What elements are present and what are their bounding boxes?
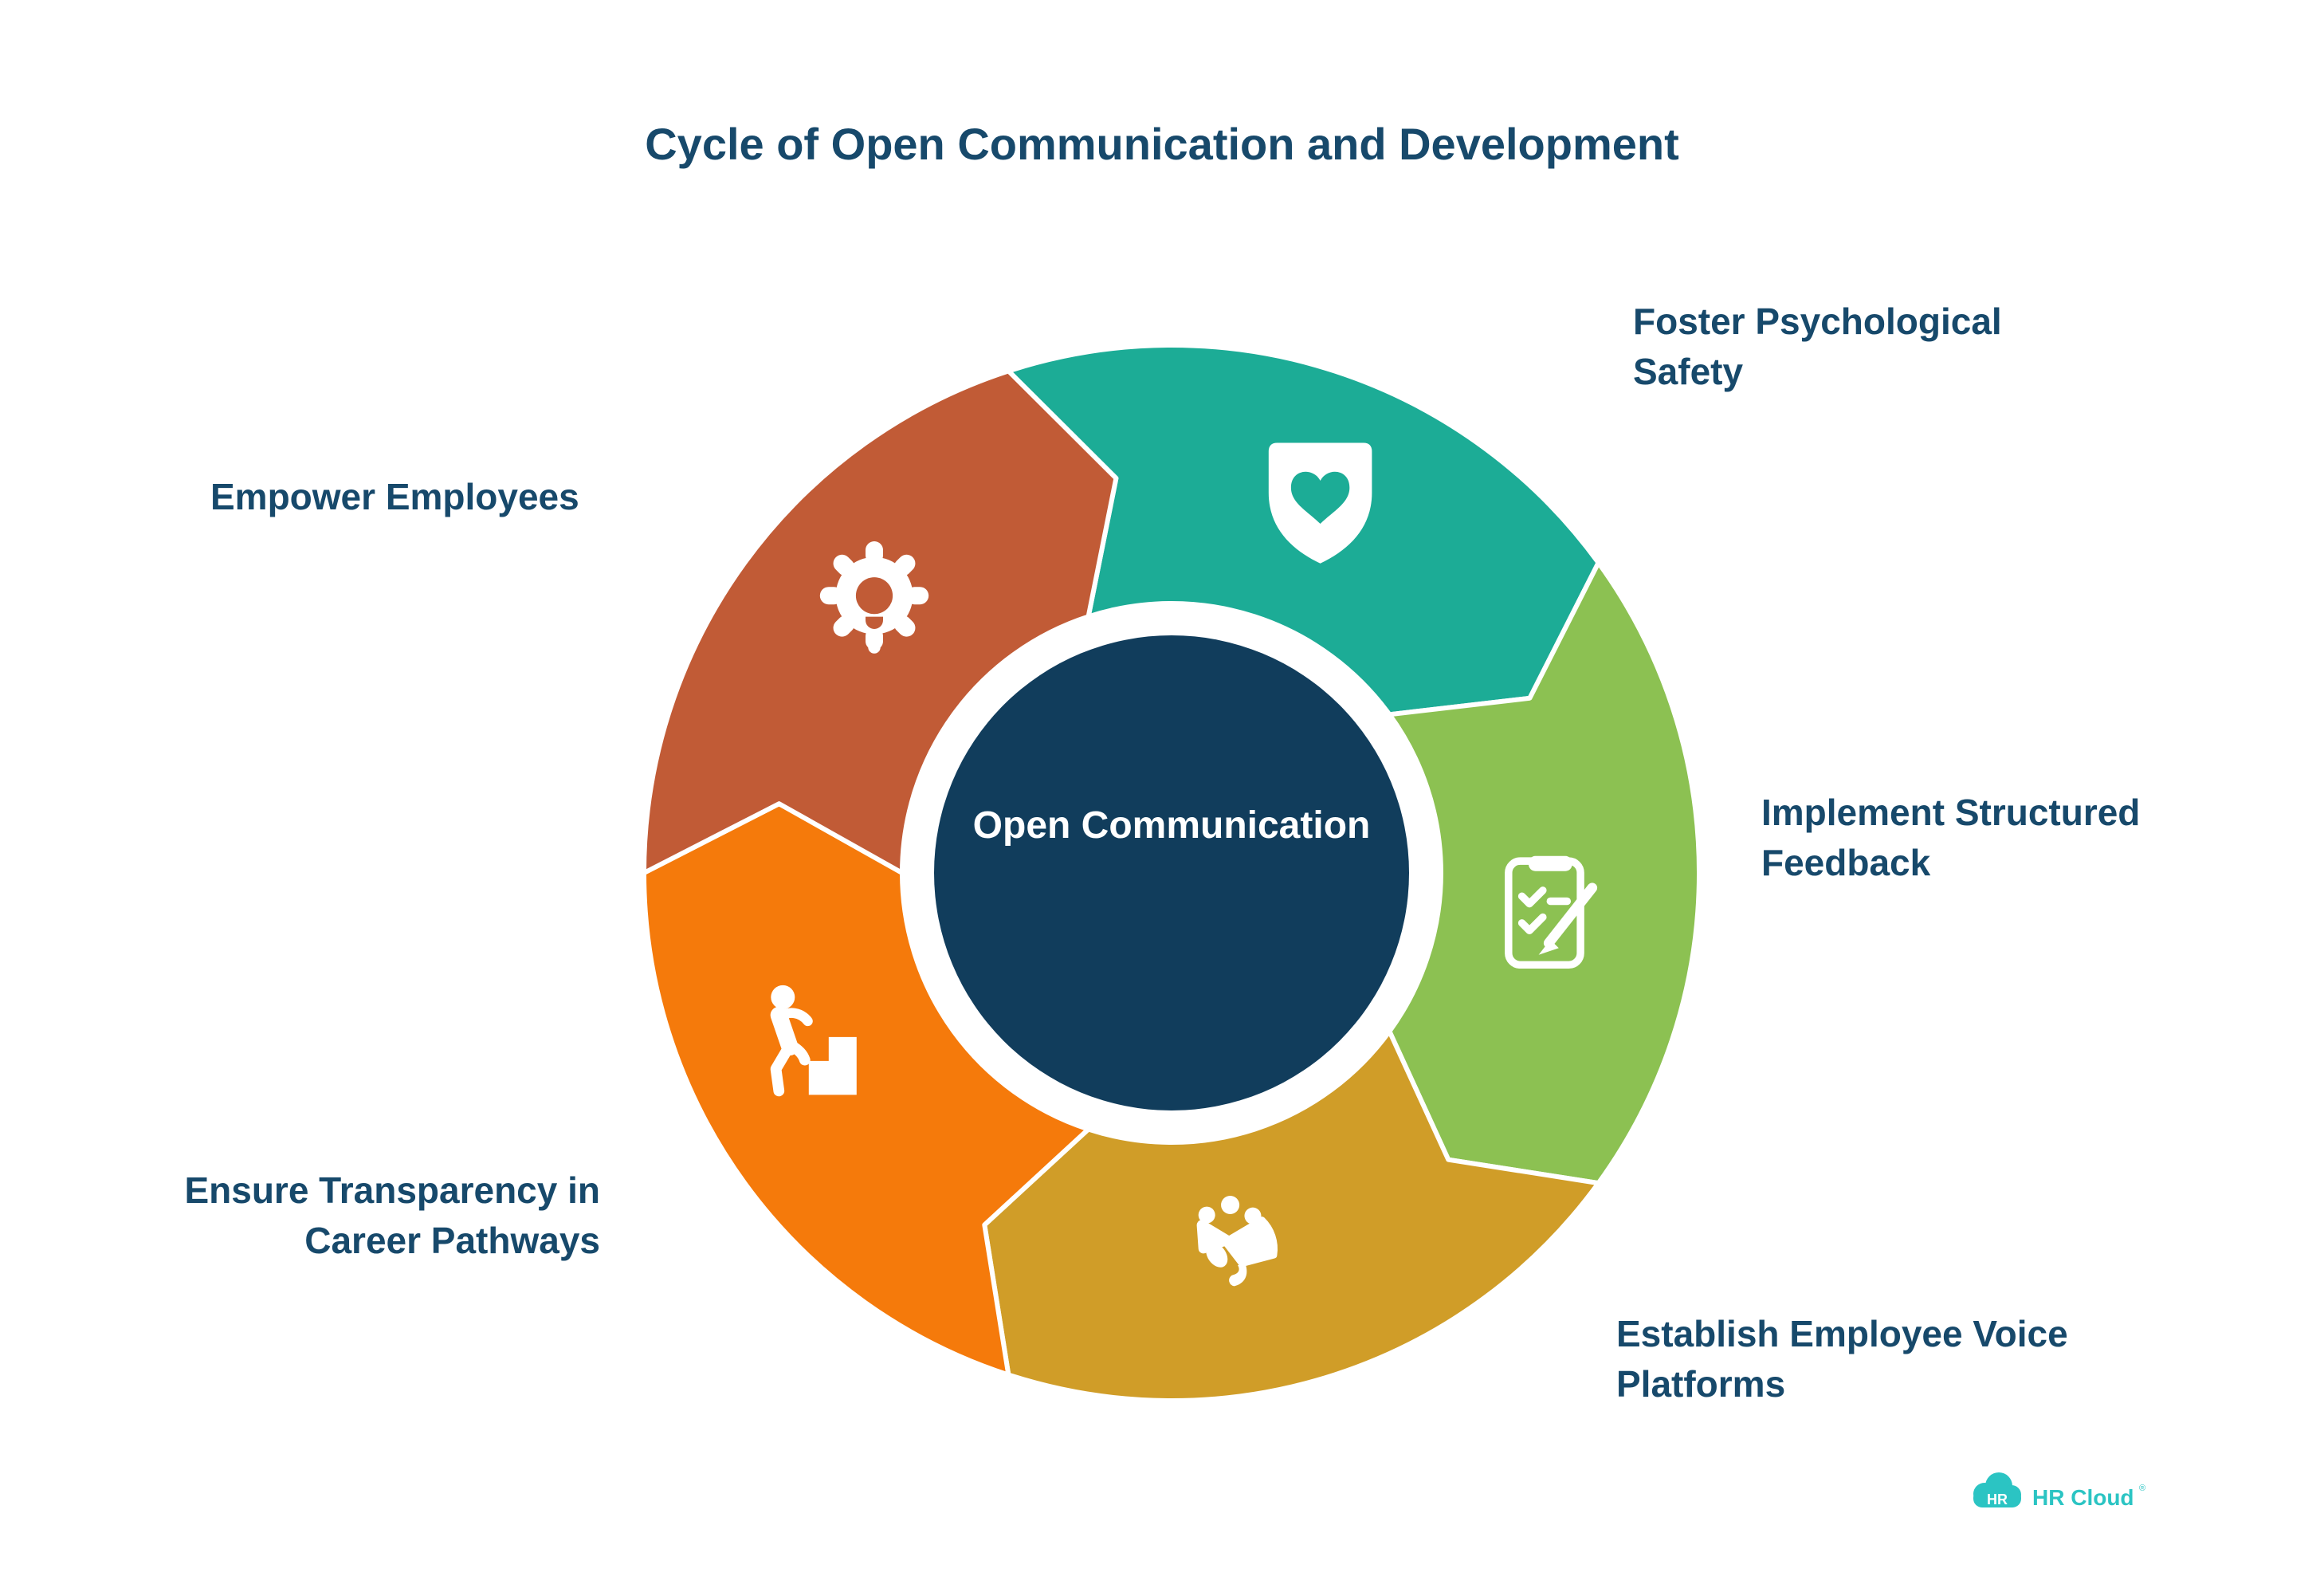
shield-heart-icon	[1268, 442, 1372, 564]
label-line: Career Pathways	[304, 1220, 600, 1262]
label-line: Ensure Transparency in	[184, 1169, 600, 1211]
clipboard-checklist-pen-icon	[1505, 855, 1598, 969]
cycle-wheel: Open Communication	[642, 343, 1702, 1403]
segment-implement-structured-feedback	[1387, 560, 1702, 1186]
label-line: Foster Psychological	[1633, 301, 2002, 342]
logo-badge-text: HR	[1987, 1492, 2008, 1507]
center-label: Open Communication	[973, 804, 1371, 847]
label-line: Implement Structured	[1761, 792, 2141, 833]
label-implement-structured-feedback: Implement Structured Feedback	[1761, 788, 2140, 889]
logo-brand-text: HR Cloud	[2032, 1485, 2134, 1510]
label-line: Empower Employees	[210, 476, 579, 517]
label-line: Safety	[1633, 351, 1744, 393]
label-ensure-transparency-in-career-pathways: Ensure Transparency in Career Pathways	[84, 1165, 600, 1267]
page-title: Cycle of Open Communication and Developm…	[645, 119, 1679, 169]
hr-cloud-logo: HR HR Cloud ®	[1973, 1472, 2145, 1510]
label-line: Establish Employee Voice	[1616, 1313, 2068, 1354]
label-line: Platforms	[1616, 1363, 1786, 1405]
megaphone-icon	[1196, 1195, 1278, 1287]
segment-ensure-transparency-in-career-pathways	[642, 801, 1091, 1378]
center-circle-bg	[934, 635, 1409, 1110]
hr-cloud-icon	[1973, 1472, 2021, 1507]
label-establish-employee-voice-platforms: Establish Employee Voice Platforms	[1616, 1309, 2068, 1410]
logo-registered-mark: ®	[2139, 1484, 2145, 1493]
person-climbing-stairs-icon	[770, 985, 857, 1097]
label-foster-psychological-safety: Foster Psychological Safety	[1633, 297, 2002, 398]
gear-icon	[819, 541, 929, 654]
segment-establish-employee-voice-platforms	[982, 1028, 1601, 1403]
label-line: Feedback	[1761, 842, 1931, 884]
label-empower-employees: Empower Employees	[210, 472, 579, 522]
center-circle: Open Communication	[934, 635, 1409, 1110]
